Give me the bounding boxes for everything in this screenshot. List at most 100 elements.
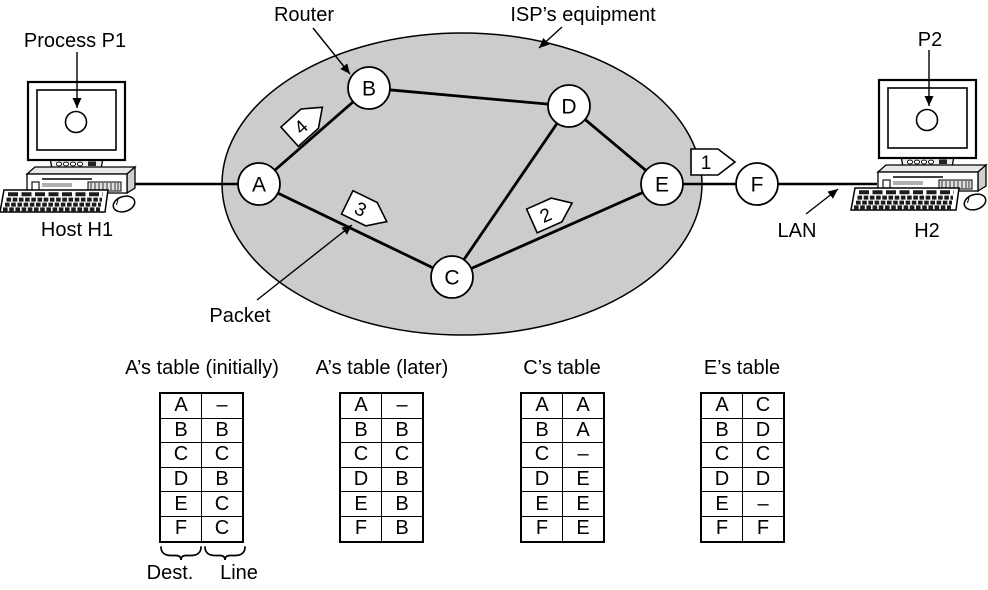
packet-number: 1 — [701, 153, 712, 174]
table-cell: E — [520, 491, 563, 517]
table-cell: – — [562, 442, 605, 468]
host-computer-h2 — [849, 78, 988, 215]
link-a-b — [258, 86, 370, 186]
table-cell: C — [159, 442, 202, 468]
table-title-e: E’s table — [703, 357, 781, 379]
table-cell: A — [520, 392, 563, 419]
router-circle — [640, 162, 684, 206]
router-letter: B — [362, 78, 376, 101]
router-circle — [430, 255, 474, 299]
table-cell: F — [520, 515, 563, 543]
table-cell: E — [700, 491, 743, 517]
table-cell: C — [381, 442, 424, 468]
table-row: E– — [700, 491, 785, 517]
table-cell: D — [742, 417, 785, 444]
table-cell: C — [201, 442, 244, 468]
lan-label: LAN — [778, 220, 817, 242]
table-cell: F — [339, 515, 382, 543]
table-title-c: C’s table — [523, 357, 601, 379]
packet-arrow — [256, 224, 353, 301]
router-node-f: F — [735, 162, 779, 206]
router-circle — [237, 162, 281, 206]
table-cell: F — [700, 515, 743, 543]
table-cell: B — [159, 417, 202, 444]
table-cell: D — [339, 466, 382, 493]
router-node-e: E — [640, 162, 684, 206]
link-a-c — [258, 182, 453, 279]
table-cell: A — [700, 392, 743, 419]
table-cell: D — [520, 466, 563, 493]
router-label: Router — [274, 4, 334, 26]
router-letter: C — [444, 267, 459, 290]
router-letter: F — [751, 174, 764, 197]
table-cell: C — [201, 515, 244, 543]
isp-arrow — [538, 26, 563, 49]
table-cell: – — [381, 392, 424, 419]
lan-arrow — [805, 188, 839, 215]
table-cell: A — [339, 392, 382, 419]
line-underbrace — [204, 546, 246, 561]
router-node-c: C — [430, 255, 474, 299]
table-cell: B — [201, 417, 244, 444]
table-cell: E — [562, 515, 605, 543]
table-cell: E — [339, 491, 382, 517]
table-cell: C — [201, 491, 244, 517]
table-cell: E — [159, 491, 202, 517]
packet-shape — [279, 106, 324, 148]
packet-3: 3 — [340, 189, 388, 227]
table-cell: B — [381, 491, 424, 517]
table-cell: B — [381, 466, 424, 493]
table-cell: B — [520, 417, 563, 444]
table-cell: B — [381, 417, 424, 444]
router-circle — [735, 162, 779, 206]
router-node-d: D — [547, 84, 591, 128]
router-letter: A — [252, 174, 266, 197]
packet-label: Packet — [209, 305, 271, 327]
packet-4: 4 — [279, 106, 324, 148]
table-row: A– — [159, 392, 244, 419]
table-row: C– — [520, 442, 605, 468]
host-h1-label: Host H1 — [41, 219, 113, 241]
link-c-e — [451, 182, 663, 279]
line-column-label: Line — [220, 562, 258, 584]
h2-label: H2 — [914, 220, 940, 242]
process-p1-label: Process P1 — [24, 30, 126, 52]
table-cell: – — [201, 392, 244, 419]
table-cell: D — [700, 466, 743, 493]
dest-underbrace — [160, 546, 202, 561]
table-cell: F — [159, 515, 202, 543]
table-cell: A — [562, 417, 605, 444]
table-cell: A — [562, 392, 605, 419]
table-cell: B — [339, 417, 382, 444]
host-computer-h1 — [0, 80, 139, 217]
table-cell: – — [742, 491, 785, 517]
table-cell: C — [700, 442, 743, 468]
packet-1: 1 — [690, 148, 737, 176]
router-circle — [347, 66, 391, 110]
link-d-c — [450, 105, 571, 278]
table-cell: F — [742, 515, 785, 543]
packet-shape — [340, 189, 388, 227]
